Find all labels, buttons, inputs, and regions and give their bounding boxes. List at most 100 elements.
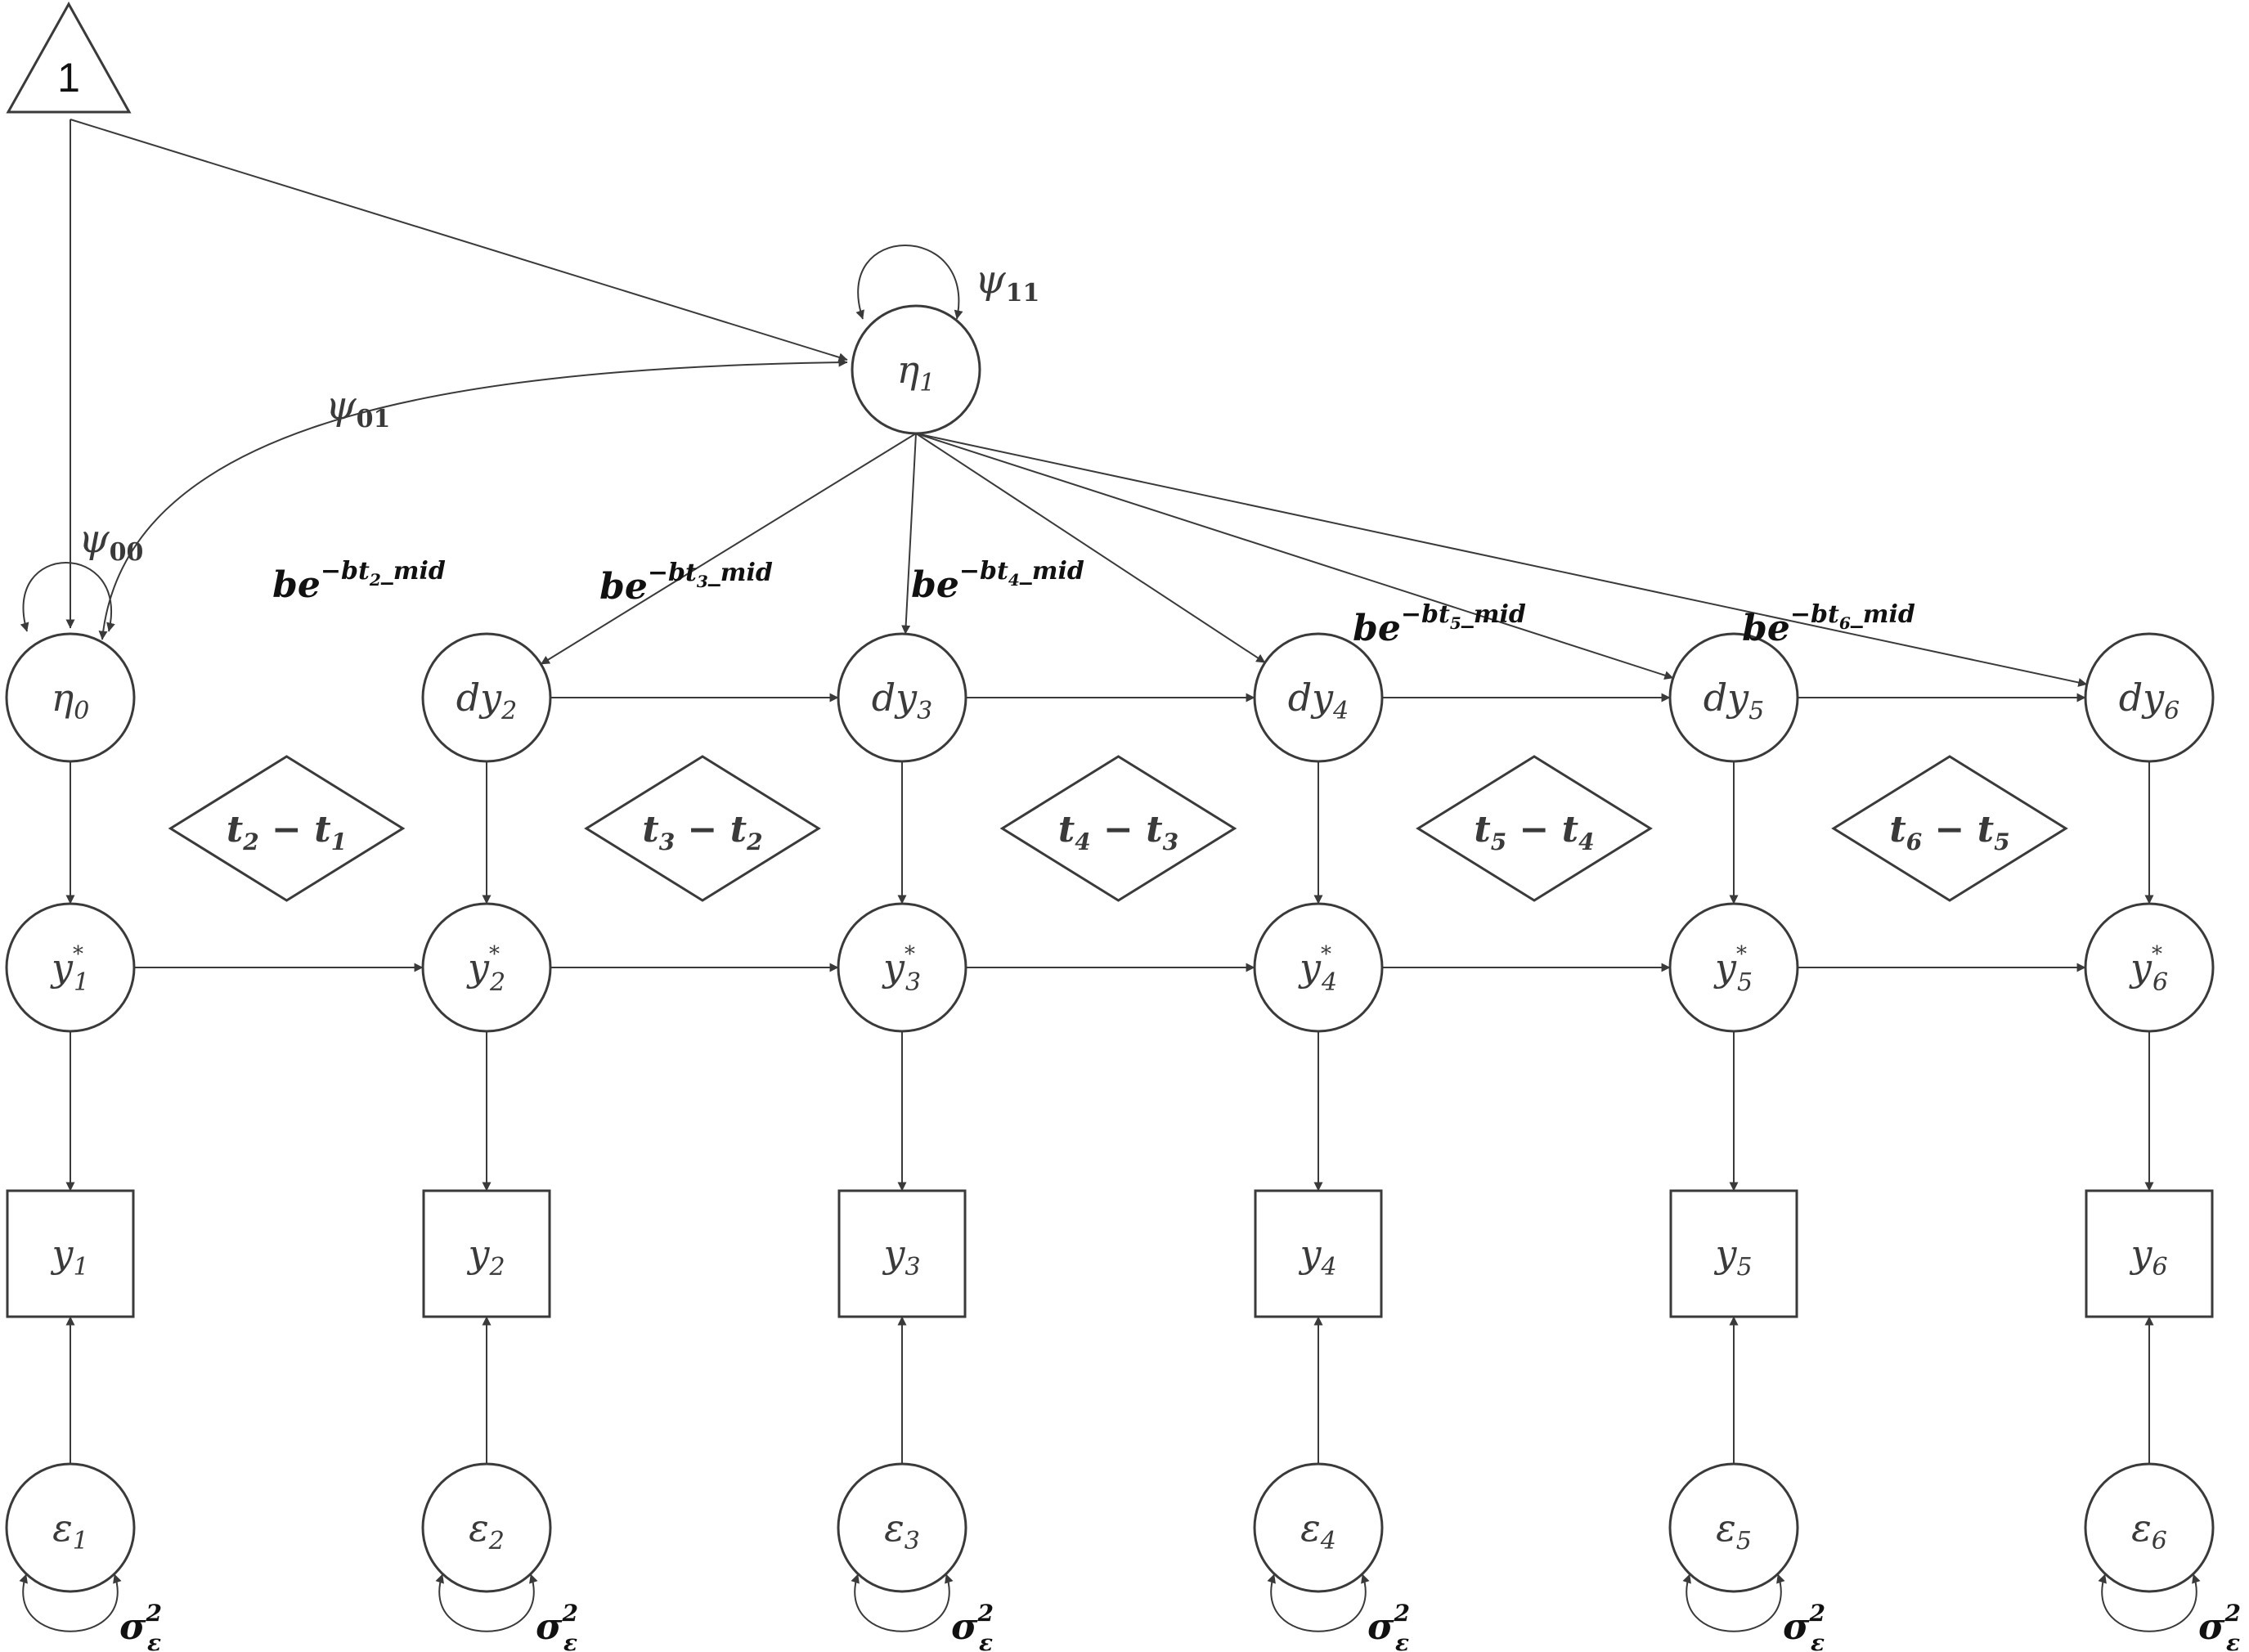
residual-variance-loop-1: [19, 1573, 122, 1632]
observed-y-label-1: y1: [50, 1232, 88, 1282]
observed-y-rect-6: [2085, 1189, 2214, 1318]
ystar-node-6: y*6: [2084, 902, 2215, 1033]
observed-y-box-3: y3: [837, 1189, 967, 1318]
observed-y-label-4: y4: [1298, 1232, 1336, 1282]
eta0-node: η0: [5, 632, 136, 763]
epsilon-label-3: ε3: [884, 1506, 920, 1555]
eta1-loading-path-5: [915, 433, 1674, 680]
interval-diamond-shape-4: [999, 755, 1237, 902]
loading-label-6: be−bt6_mid: [1742, 600, 1915, 649]
interval-diamond-shape-5: [1416, 755, 1653, 902]
interval-diamond-6: t6 − t5: [1831, 755, 2068, 902]
ystar-node-4: y*4: [1253, 902, 1384, 1033]
ystar-node-2: y*2: [421, 902, 552, 1033]
interval-diamond-shape-2: [168, 755, 406, 902]
interval-label-5: t5 − t4: [1474, 809, 1594, 855]
loading-label-2: be−bt2_mid: [272, 557, 446, 606]
dy-node-5: dy5: [1668, 632, 1799, 763]
epsilon-node-5: ε5: [1668, 1462, 1799, 1593]
dy-node-3: dy3: [837, 632, 967, 763]
psi01-covariance-path: [98, 357, 848, 640]
intercept-triangle: 1: [6, 1, 132, 114]
observed-y-box-2: y2: [422, 1189, 551, 1318]
interval-label-4: t4 − t3: [1058, 809, 1178, 855]
interval-diamond-shape-6: [1831, 755, 2068, 902]
epsilon-label-6: ε6: [2131, 1506, 2167, 1555]
observed-y-box-1: y1: [6, 1189, 135, 1318]
residual-variance-loop-4: [1267, 1573, 1370, 1632]
interval-diamond-4: t4 − t3: [999, 755, 1237, 902]
eta1-node: η1: [851, 304, 981, 435]
dy-label-3: dy3: [872, 676, 933, 725]
intercept-to-eta1-path: [70, 119, 848, 362]
epsilon-label-1: ε1: [52, 1506, 88, 1555]
observed-y-label-3: y3: [882, 1232, 920, 1282]
dy-label-4: dy4: [1288, 676, 1349, 725]
observed-y-label-2: y2: [466, 1232, 505, 1282]
ystar-label-5: y*5: [1713, 942, 1753, 997]
eta1-loading-path-2: [540, 433, 917, 665]
epsilon-label-2: ε2: [469, 1506, 505, 1555]
epsilon-node-2: ε2: [421, 1462, 552, 1593]
residual-variance-loop-3: [851, 1573, 954, 1632]
ystar-label-2: y*2: [466, 942, 505, 997]
epsilon-label-4: ε4: [1300, 1506, 1336, 1555]
psi11-variance-loop: [855, 245, 963, 320]
ystar-node-1: y*1: [5, 902, 136, 1033]
interval-label-6: t6 − t5: [1889, 809, 2009, 855]
dy-node-4: dy4: [1253, 632, 1384, 763]
ystar-label-3: y*3: [882, 942, 921, 997]
psi00-variance-loop: [20, 562, 115, 632]
epsilon-node-1: ε1: [5, 1462, 136, 1593]
interval-label-2: t2 − t1: [227, 809, 347, 855]
observed-y-rect-4: [1254, 1189, 1383, 1318]
loading-label-4: be−bt4_mid: [911, 557, 1084, 606]
eta0-label: η0: [52, 676, 90, 725]
residual-variance-loop-2: [435, 1573, 538, 1632]
loading-label-5: be−bt5_mid: [1353, 600, 1526, 649]
residual-variance-loop-6: [2098, 1573, 2201, 1632]
intercept-label: 1: [57, 55, 80, 101]
eta1-label: η1: [897, 348, 936, 397]
dy-node-2: dy2: [421, 632, 552, 763]
eta1-loading-path-6: [915, 433, 2088, 687]
observed-y-label-6: y6: [2129, 1232, 2167, 1282]
ystar-node-5: y*5: [1668, 902, 1799, 1033]
observed-y-rect-5: [1669, 1189, 1798, 1318]
observed-y-box-6: y6: [2085, 1189, 2214, 1318]
ystar-label-1: y*1: [50, 942, 89, 997]
epsilon-node-3: ε3: [837, 1462, 967, 1593]
residual-variance-loop-5: [1682, 1573, 1785, 1632]
epsilon-node-6: ε6: [2084, 1462, 2215, 1593]
dy-label-2: dy2: [456, 676, 518, 725]
observed-y-box-5: y5: [1669, 1189, 1798, 1318]
interval-label-3: t3 − t2: [642, 809, 762, 855]
ystar-label-4: y*4: [1298, 942, 1337, 997]
psi11-label: ψ11: [975, 257, 1039, 308]
interval-diamond-2: t2 − t1: [168, 755, 406, 902]
eta1-loading-path-3: [901, 433, 917, 635]
epsilon-label-5: ε5: [1716, 1506, 1752, 1555]
observed-y-rect-2: [422, 1189, 551, 1318]
dy-label-6: dy6: [2119, 676, 2180, 725]
observed-y-box-4: y4: [1254, 1189, 1383, 1318]
psi00-label: ψ00: [79, 516, 143, 567]
ystar-label-6: y*6: [2129, 942, 2168, 997]
ystar-node-3: y*3: [837, 902, 967, 1033]
interval-diamond-3: t3 − t2: [584, 755, 821, 902]
loading-label-3: be−bt3_mid: [599, 559, 773, 608]
dy-label-5: dy5: [1704, 676, 1765, 725]
psi01-label: ψ01: [325, 383, 390, 433]
interval-diamond-shape-3: [584, 755, 821, 902]
interval-diamond-5: t5 − t4: [1416, 755, 1653, 902]
epsilon-node-4: ε4: [1253, 1462, 1384, 1593]
eta1-loading-path-4: [915, 433, 1266, 664]
